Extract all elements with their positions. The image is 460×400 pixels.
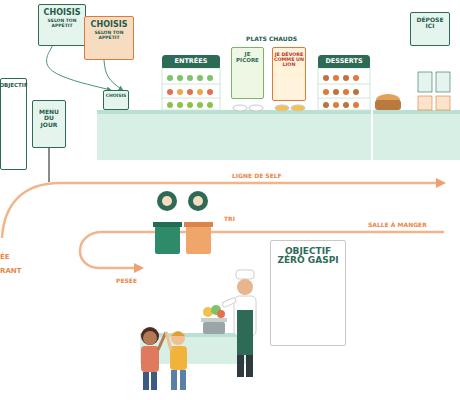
starter-shelves <box>162 68 220 110</box>
node-title: CHOISIS <box>106 94 127 99</box>
tray-return-signs <box>418 72 450 110</box>
flow-label: LIGNE DE SELF <box>232 173 282 179</box>
self-counter <box>97 110 460 160</box>
node-title: JE PICORE <box>233 52 262 64</box>
hot-plates <box>233 105 305 111</box>
portion-sign: JE PICORE <box>231 47 264 99</box>
poster: CHOISIS SELON TON APPÉTIT <box>84 16 134 60</box>
flow-label: ÉE <box>0 254 10 261</box>
sorting-bins <box>153 191 213 254</box>
node-title: CHOISIS <box>91 21 128 29</box>
node-title: OBJECTIF ZÉRO GASPI <box>274 247 342 266</box>
poster: OBJECTIF <box>0 78 27 170</box>
node-title: DÉPOSE ICI <box>413 17 447 30</box>
flow-label: SALLE À MANGER <box>368 222 427 228</box>
node-title: CHOISIS <box>44 9 81 17</box>
menu-sign: MENU DU JOUR <box>32 100 66 148</box>
sign-post <box>48 148 50 182</box>
node-title: OBJECTIF <box>0 83 28 89</box>
flow-arrow <box>2 183 442 238</box>
curved-arrow <box>104 60 123 90</box>
node-title: ENTRÉES <box>175 58 208 65</box>
node-title: MENU DU JOUR <box>35 109 63 128</box>
flow-label: RANT <box>0 268 21 275</box>
children-figures <box>141 327 187 390</box>
section-title: PLATS CHAUDS <box>246 36 297 42</box>
section-band: ENTRÉES <box>162 55 220 68</box>
section-band: DESSERTS <box>318 55 370 68</box>
poster: DÉPOSE ICI <box>410 12 450 46</box>
counter-sign: CHOISIS <box>103 90 129 110</box>
poster: OBJECTIF ZÉRO GASPI <box>270 240 346 346</box>
node-title: JE DÉVORE COMME UN LION <box>274 52 304 67</box>
flow-arrow <box>80 232 444 268</box>
node-subtitle: SELON TON APPÉTIT <box>41 19 83 28</box>
portion-sign: JE DÉVORE COMME UN LION <box>272 47 306 101</box>
chef-figure <box>222 270 256 377</box>
flow-label: PESÉE <box>116 278 137 284</box>
node-title: DESSERTS <box>325 58 362 65</box>
poster: CHOISIS SELON TON APPÉTIT <box>38 4 86 46</box>
node-subtitle: SELON TON APPÉTIT <box>87 31 131 40</box>
dessert-shelves <box>318 68 370 110</box>
bread-basket <box>375 94 401 110</box>
flow-label: TRI <box>224 216 235 222</box>
